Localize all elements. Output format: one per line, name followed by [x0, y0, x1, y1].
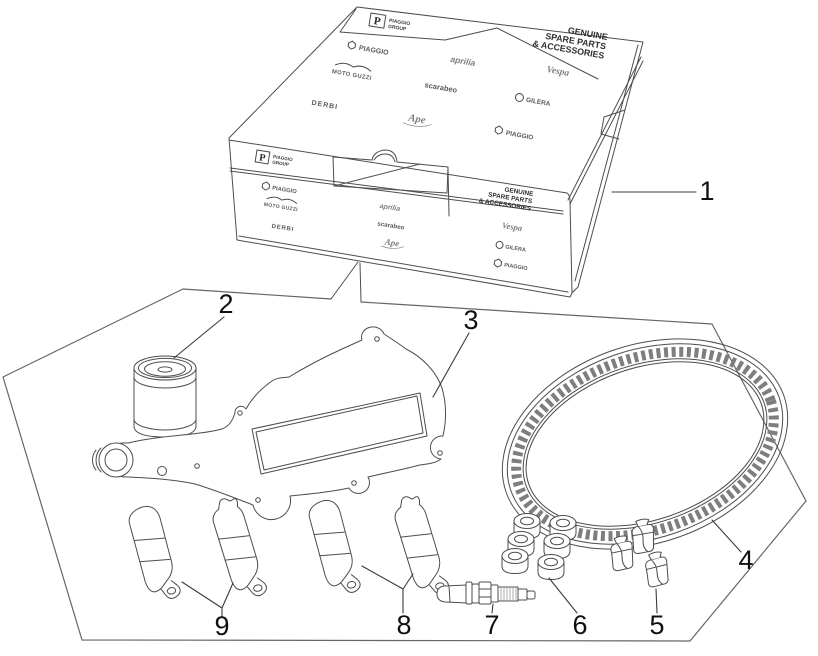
svg-text:DERBI: DERBI [271, 224, 294, 233]
vespa-logo-top: Vespa [546, 65, 570, 79]
leader-9 [181, 581, 234, 618]
callout-3: 3 [463, 305, 478, 335]
p-flag-icon [254, 149, 271, 165]
clip [609, 534, 636, 572]
svg-text:Vespa: Vespa [501, 220, 523, 233]
leader-6 [548, 577, 578, 614]
spark-plug-hex [478, 581, 492, 605]
piaggio-commercial-logo-top: PIAGGIO [494, 125, 534, 142]
spare-parts-box: P PIAGGIO GROUP GENUINE SPARE PARTS & AC… [228, 6, 644, 298]
brake-pad-set-front [306, 491, 451, 601]
svg-text:PIAGGIO: PIAGGIO [272, 186, 298, 196]
box-tray-junction [330, 261, 362, 303]
ape-logo-front: Ape [381, 236, 404, 249]
filter-element [251, 392, 428, 475]
gilera-roundel-icon [495, 240, 504, 249]
svg-text:GILERA: GILERA [525, 97, 551, 108]
gilera-logo-front: GILERA [495, 240, 526, 254]
callout-2: 2 [218, 289, 233, 319]
aprilia-logo-top: aprilia [450, 54, 477, 68]
svg-text:aprilia: aprilia [450, 54, 477, 68]
piaggio-commercial-logo-front: PIAGGIO [493, 258, 529, 273]
eagle-wings-icon [266, 196, 298, 204]
svg-text:Vespa: Vespa [546, 65, 570, 79]
leader-7 [491, 603, 494, 614]
roller [501, 548, 529, 574]
p-flag-icon [368, 12, 387, 29]
parts-tray-outline [2, 288, 807, 642]
brake-pad [126, 502, 182, 605]
callout-numbers: 1 2 3 4 5 6 7 8 9 [214, 176, 753, 641]
callout-6: 6 [572, 610, 587, 640]
ape-swash [402, 122, 432, 127]
derbi-logo-top: DERBI [311, 100, 339, 112]
intake-tube [92, 442, 134, 478]
roller [537, 554, 565, 580]
group-name-line2: GROUP [388, 24, 408, 33]
callout-9: 9 [214, 611, 229, 641]
piaggio-group-logo-front: P PIAGGIO GROUP [254, 149, 294, 168]
svg-text:Ape: Ape [383, 236, 400, 248]
leader-5 [655, 588, 658, 614]
brake-pad [306, 496, 362, 599]
callout-8: 8 [396, 610, 411, 640]
box-handle-cutout [332, 149, 450, 217]
group-name-line1: PIAGGIO [273, 154, 294, 162]
gilera-logo-top: GILERA [514, 92, 551, 108]
piaggio-logo-front: PIAGGIO [261, 181, 298, 196]
p-flag-letter: P [258, 152, 266, 164]
svg-text:scarabeo: scarabeo [377, 220, 405, 231]
belt-teeth [511, 346, 779, 542]
gilera-roundel-icon [514, 92, 524, 102]
brake-pad-set-rear [126, 493, 269, 605]
leader-2 [173, 316, 225, 359]
ape-logo-top: Ape [402, 112, 432, 127]
piaggio-group-logo-top: P PIAGGIO GROUP [368, 12, 411, 33]
svg-text:MOTO GUZZI: MOTO GUZZI [263, 202, 298, 213]
parts-tray [2, 261, 807, 642]
svg-text:aprilia: aprilia [379, 203, 401, 213]
clip [643, 550, 671, 588]
svg-text:GILERA: GILERA [505, 244, 526, 253]
leader-8 [361, 565, 414, 614]
air-filter-housing [106, 326, 446, 521]
variator-rollers [501, 513, 577, 580]
air-filter-assembly [92, 326, 446, 521]
callout-4: 4 [738, 545, 753, 575]
callout-leaders [173, 191, 742, 618]
eagle-wings-icon [334, 62, 372, 72]
callout-1: 1 [699, 176, 714, 206]
callout-5: 5 [649, 610, 664, 640]
svg-text:DERBI: DERBI [311, 100, 339, 112]
svg-text:PIAGGIO: PIAGGIO [505, 130, 534, 142]
derbi-logo-front: DERBI [271, 224, 294, 233]
spark-plug [436, 581, 536, 605]
tagline-line1: GENUINE [504, 187, 535, 199]
moto-guzzi-logo-front: MOTO GUZZI [263, 196, 298, 213]
p-flag-letter: P [373, 15, 382, 28]
drive-belt [501, 338, 789, 550]
svg-text:Ape: Ape [407, 112, 427, 126]
callout-7: 7 [484, 610, 499, 640]
group-name-line2: GROUP [272, 160, 289, 168]
scarabeo-logo-front: scarabeo [377, 220, 405, 231]
aprilia-logo-front: aprilia [379, 203, 401, 213]
oil-filter [133, 355, 197, 438]
leader-4 [711, 519, 742, 553]
vespa-logo-front: Vespa [501, 220, 523, 233]
svg-text:PIAGGIO: PIAGGIO [504, 263, 529, 273]
mounting-holes [157, 336, 443, 503]
leader-3 [432, 332, 470, 398]
ape-swash [381, 245, 404, 249]
brake-pad [390, 491, 451, 601]
box-side-flap [600, 109, 626, 140]
group-name-line1: PIAGGIO [389, 18, 411, 27]
